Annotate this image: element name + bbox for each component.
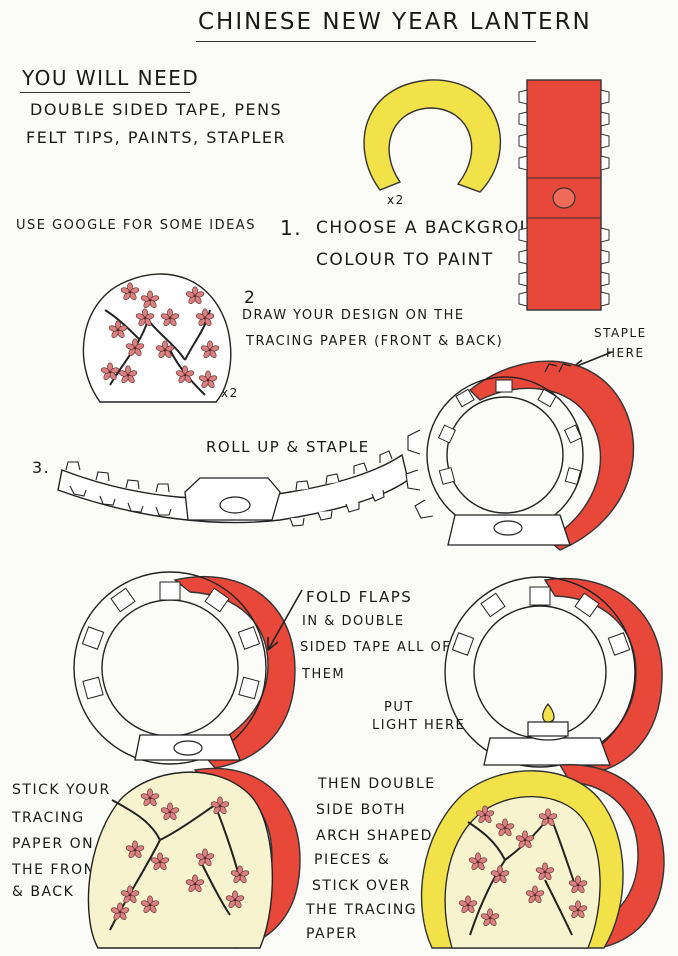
step1-text-line2: colour to paint — [316, 250, 494, 270]
then-note-line5: stick over — [312, 878, 411, 894]
step2-text-line1: Draw your design on the — [242, 308, 465, 323]
materials-line-2: felt tips, paints, stapler — [26, 128, 287, 147]
step2-text-line2: tracing paper (Front & Back) — [246, 334, 504, 349]
stick-note-line1: Stick your — [12, 782, 111, 798]
fold-note-line2: in & double — [302, 614, 405, 629]
stick-note-line5: & back — [12, 884, 75, 900]
finished-lantern — [420, 763, 665, 949]
title-underline — [196, 41, 536, 42]
light-note-line1: Put — [384, 700, 414, 715]
fold-note-line4: them — [302, 667, 346, 682]
fold-flaps-lantern — [73, 571, 303, 769]
fold-note-line3: sided tape all of — [300, 640, 452, 655]
staple-note-line2: here — [606, 346, 645, 360]
then-note-line2: side both — [316, 802, 407, 818]
flat-strip — [57, 450, 409, 527]
yellow-arch-template — [363, 79, 502, 193]
stick-note-line2: tracing — [12, 810, 85, 826]
step3-number: 3. — [32, 458, 51, 477]
materials-line-1: Double sided tape, pens — [30, 100, 283, 119]
then-note-line6: the tracing — [306, 902, 418, 918]
lantern-with-tracing-paper — [87, 767, 301, 949]
fold-note-line1: Fold flaps — [306, 588, 413, 606]
page-title: Chinese New Year Lantern — [198, 9, 592, 35]
step1-text-line1: Choose a background — [316, 218, 563, 238]
google-note: Use google for some ideas — [16, 218, 256, 233]
step3-instruction: Roll up & staple — [206, 438, 370, 456]
then-note-line1: Then double — [318, 776, 436, 792]
stick-note-line4: the front — [12, 862, 106, 878]
red-strip-template — [518, 79, 610, 311]
then-note-line3: arch shaped — [316, 828, 433, 844]
you-will-need-heading: You will need — [22, 66, 200, 90]
heading-underline — [20, 92, 190, 93]
step2-number: 2 — [244, 288, 257, 308]
arch-multiplier: x2 — [387, 193, 405, 207]
staple-note-line1: Staple — [594, 326, 647, 340]
design-multiplier: x2 — [221, 386, 239, 400]
then-note-line7: paper — [306, 926, 358, 942]
stick-note-line3: paper on — [12, 836, 95, 852]
step1-number: 1. — [280, 216, 303, 240]
light-note-line2: light here — [372, 718, 466, 733]
candle-lantern — [444, 576, 663, 776]
tracing-paper-design — [82, 273, 232, 403]
rolled-lantern — [405, 360, 635, 551]
then-note-line4: pieces & — [314, 852, 391, 868]
